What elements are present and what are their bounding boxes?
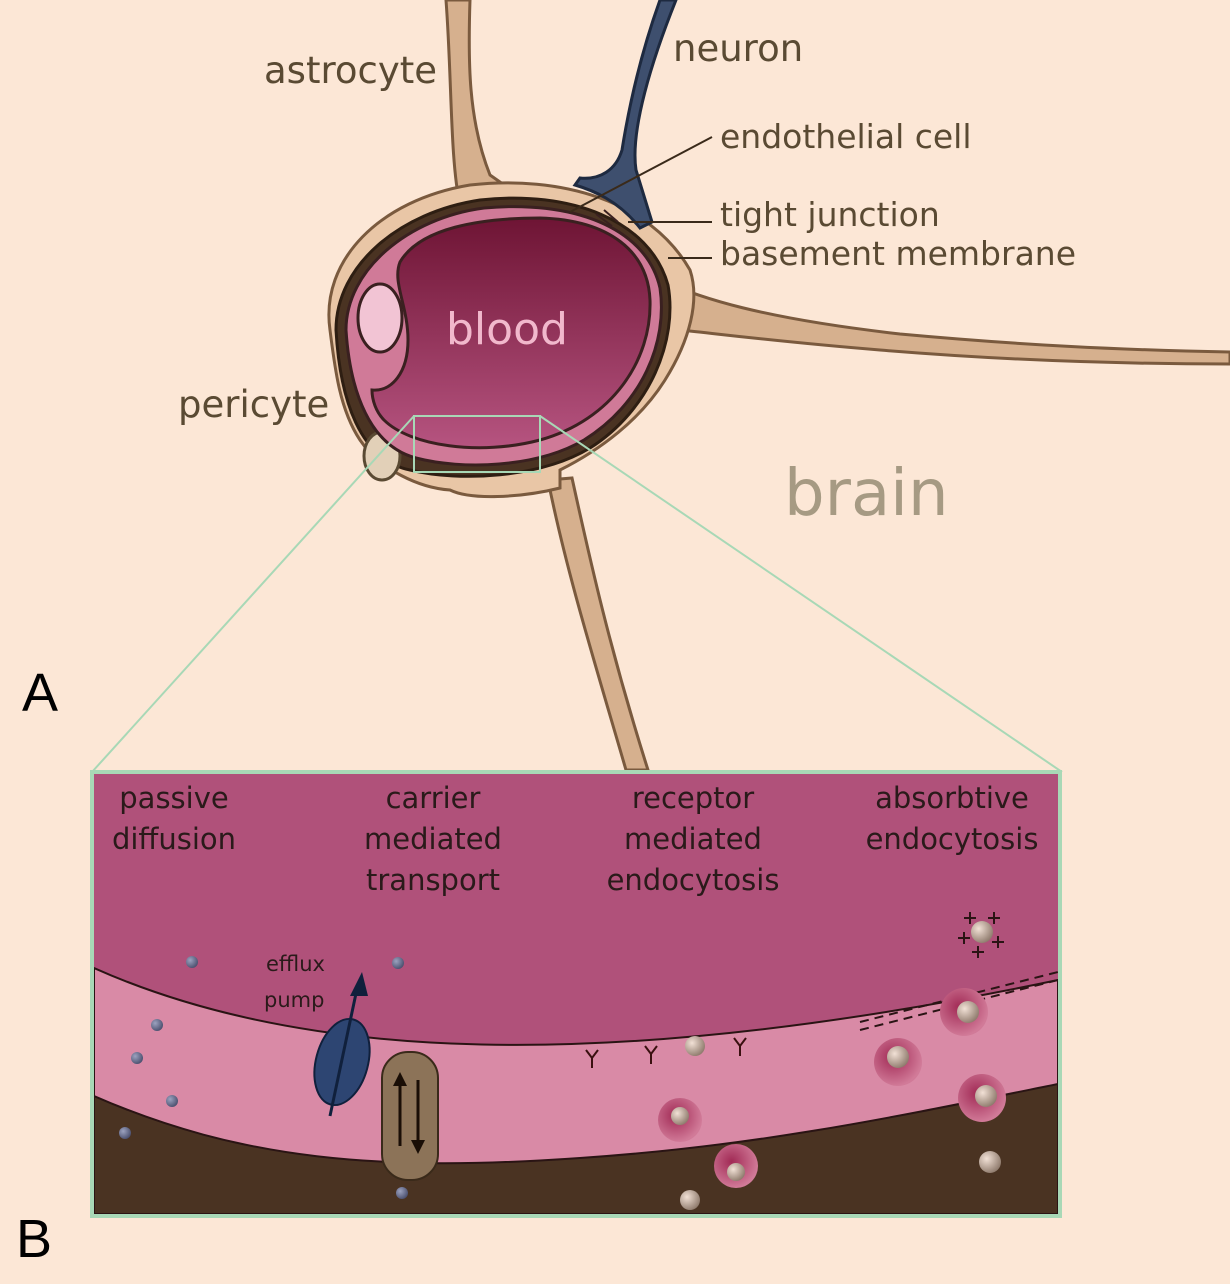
cationic-particle xyxy=(971,921,993,943)
zoom-box xyxy=(413,415,541,473)
endothelial-nucleus xyxy=(356,282,404,354)
cationic-particle xyxy=(957,1001,979,1023)
zoom-line-right xyxy=(539,415,1063,773)
efflux-arrow xyxy=(328,983,360,1117)
neuron xyxy=(572,0,678,230)
ligand-particle xyxy=(671,1107,689,1125)
label-absorbtive-endocytosis: absorbtive endocytosis xyxy=(865,781,1039,856)
label-pericyte: pericyte xyxy=(178,383,330,426)
carrier-transporter xyxy=(381,1051,439,1181)
label-basement-membrane: basement membrane xyxy=(720,234,1077,273)
panel-b-zoom xyxy=(94,774,1058,1214)
leader-lines xyxy=(569,136,713,259)
ligand-particle xyxy=(685,1036,705,1056)
blood-lumen xyxy=(370,216,652,450)
membrane-dash-2 xyxy=(859,979,1058,1031)
label-blood: blood xyxy=(446,304,568,355)
panel-b-frame xyxy=(90,770,1062,1218)
leader-endothelial-cell xyxy=(569,136,713,213)
panel-letter-a: A xyxy=(22,663,59,723)
astrocyte-process-bottom xyxy=(546,476,651,772)
label-tight-junction: tight junction xyxy=(720,195,940,234)
label-pump: pump xyxy=(264,988,325,1012)
tight-junction-mark xyxy=(595,209,619,227)
diffusing-molecule xyxy=(396,1187,408,1199)
label-neuron: neuron xyxy=(673,27,804,70)
diffusing-molecule xyxy=(131,1052,143,1064)
released-particle xyxy=(979,1151,1001,1173)
cationic-particle xyxy=(975,1085,997,1107)
label-endothelial-cell: endothelial cell xyxy=(720,117,972,156)
efflux-arrowhead xyxy=(350,972,368,996)
label-efflux: efflux xyxy=(266,952,325,976)
diffusing-molecule xyxy=(392,957,404,969)
neuron-axon xyxy=(572,0,678,230)
receptor xyxy=(585,1037,747,1068)
zoom-line-left xyxy=(91,415,415,773)
label-carrier-mediated-transport: carrier mediated transport xyxy=(364,781,502,897)
label-receptor-mediated-endocytosis: receptor mediated endocytosis xyxy=(606,781,780,897)
diffusing-molecule xyxy=(186,956,198,968)
label-brain: brain xyxy=(784,457,949,531)
astrocyte-process-right xyxy=(657,277,1230,366)
diffusing-molecule xyxy=(166,1095,178,1107)
label-astrocyte: astrocyte xyxy=(264,49,438,92)
zoom-indicator xyxy=(91,415,1063,773)
membrane-dash-1 xyxy=(859,971,1058,1023)
ligand-particle xyxy=(727,1163,745,1181)
diffusing-molecule xyxy=(119,1127,131,1139)
label-passive-diffusion: passive diffusion xyxy=(111,781,237,856)
diffusing-molecule xyxy=(151,1019,163,1031)
positive-charges xyxy=(958,912,1004,958)
panel-letter-b: B xyxy=(16,1209,53,1269)
astrocyte-process-top xyxy=(444,0,524,207)
cationic-particle xyxy=(887,1046,909,1068)
released-particle xyxy=(680,1190,700,1210)
